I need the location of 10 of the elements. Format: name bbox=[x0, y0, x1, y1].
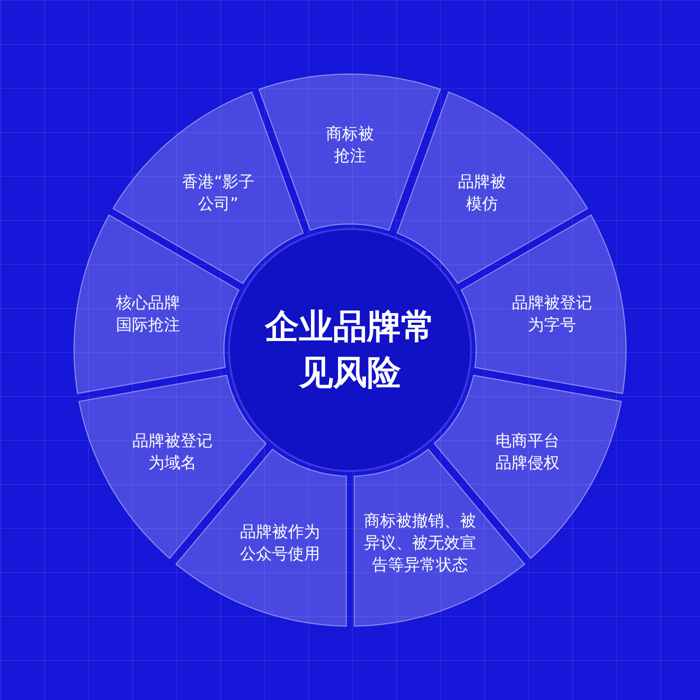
segment-label: 核心品牌国际抢注 bbox=[116, 292, 180, 336]
segment-label: 商标被抢注 bbox=[326, 123, 374, 167]
segment-label: 品牌被作为公众号使用 bbox=[240, 520, 320, 565]
segment-label: 商标被撤销、被异议、被无效宣告等异常状态 bbox=[364, 510, 476, 576]
segment-label: 品牌被模仿 bbox=[458, 170, 506, 215]
segment-label: 香港“影子公司” bbox=[181, 170, 256, 215]
segment-label: 电商平台品牌侵权 bbox=[496, 430, 560, 474]
center-title: 企业品牌常见风险 bbox=[265, 306, 435, 395]
segment-label: 品牌被登记为字号 bbox=[512, 292, 592, 336]
segment-label: 品牌被登记为域名 bbox=[132, 430, 212, 474]
